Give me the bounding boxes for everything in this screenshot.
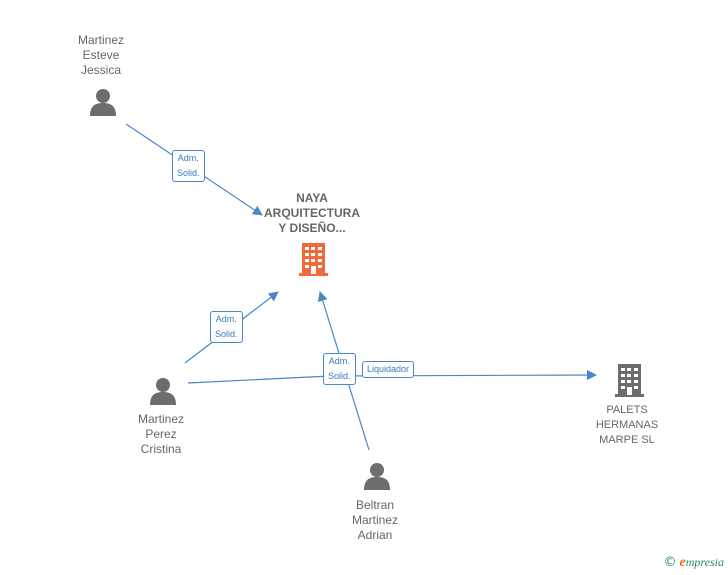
edge-label-line: Solid. bbox=[328, 371, 351, 381]
name-line: Esteve bbox=[82, 48, 120, 62]
name-line: ARQUITECTURA bbox=[264, 206, 360, 220]
brand-footer: © empresia bbox=[664, 555, 724, 571]
edge-label-line: Adm. bbox=[215, 314, 237, 324]
name-line: Adrian bbox=[357, 528, 393, 542]
person-label-martinez-perez[interactable]: Martinez Perez Cristina bbox=[116, 412, 206, 457]
brand-logo-text: mpresia bbox=[685, 555, 724, 569]
name-line: PALETS bbox=[606, 404, 648, 416]
name-line: HERMANAS bbox=[595, 419, 659, 431]
person-icon[interactable] bbox=[364, 463, 390, 490]
name-line: Martinez bbox=[137, 412, 184, 426]
building-icon[interactable] bbox=[299, 243, 328, 276]
name-line: Martinez bbox=[351, 513, 398, 527]
company-label-palets[interactable]: PALETS HERMANAS MARPE SL bbox=[582, 403, 672, 448]
person-label-martinez-esteve[interactable]: Martinez Esteve Jessica bbox=[56, 33, 146, 78]
company-label-naya[interactable]: NAYA ARQUITECTURA Y DISEÑO... bbox=[252, 191, 372, 236]
person-label-beltran[interactable]: Beltran Martinez Adrian bbox=[330, 498, 420, 543]
copyright-icon: © bbox=[663, 555, 677, 570]
name-line: Beltran bbox=[355, 498, 395, 512]
edge-label-liquidador: Liquidador bbox=[362, 361, 415, 378]
edge-label-line: Solid. bbox=[215, 329, 238, 339]
person-icon[interactable] bbox=[150, 378, 176, 405]
edge-label-adm-solid: Adm. Solid. bbox=[172, 150, 205, 182]
name-line: NAYA bbox=[296, 191, 328, 205]
edge-label-line: Liquidador bbox=[367, 364, 410, 374]
edge-label-line: Adm. bbox=[177, 153, 199, 163]
edge-label-line: Adm. bbox=[328, 356, 350, 366]
edge-label-adm-solid: Adm. Solid. bbox=[210, 311, 243, 343]
building-icon[interactable] bbox=[615, 364, 644, 397]
person-icon[interactable] bbox=[90, 89, 116, 116]
name-line: MARPE SL bbox=[599, 434, 655, 446]
name-line: Jessica bbox=[80, 63, 121, 77]
name-line: Perez bbox=[145, 427, 177, 441]
name-line: Y DISEÑO... bbox=[278, 221, 346, 235]
name-line: Cristina bbox=[140, 442, 182, 456]
brand-logo-initial: e bbox=[679, 555, 686, 570]
name-line: Martinez bbox=[77, 33, 124, 47]
edge-label-line: Solid. bbox=[177, 168, 200, 178]
edge-label-adm-solid: Adm. Solid. bbox=[323, 353, 356, 385]
